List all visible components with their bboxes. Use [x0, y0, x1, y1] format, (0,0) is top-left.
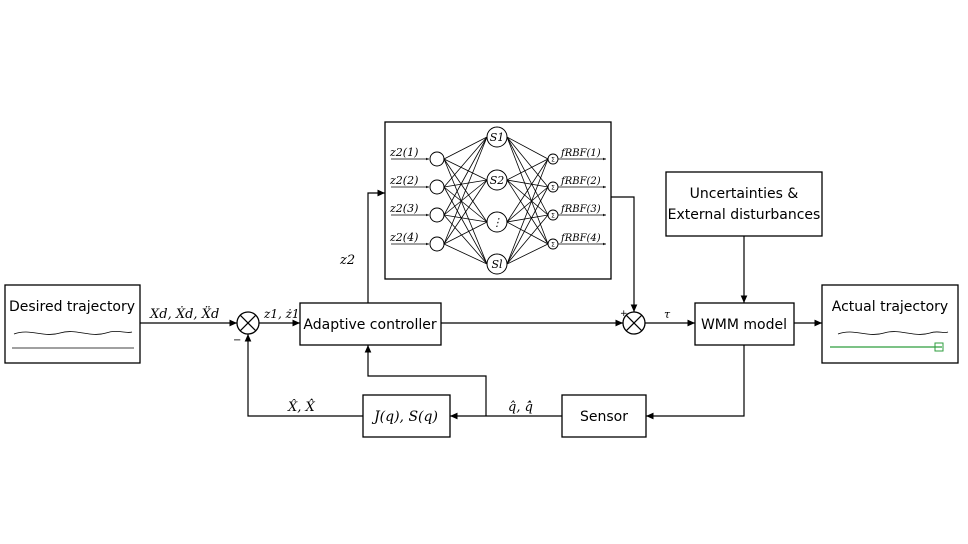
adaptive-controller-block: Adaptive controller: [299, 302, 442, 346]
nn-sum-node: [547, 153, 559, 165]
nn-edge: [443, 158, 488, 181]
nn-edge: [443, 179, 488, 188]
adaptive-controller-label: Adaptive controller: [303, 317, 436, 333]
nn-edge: [443, 136, 488, 188]
nn-hidden-node: [486, 126, 508, 148]
kinematics-label: J(q), S(q): [371, 409, 438, 425]
nn-sum-symbol: Σ: [551, 242, 555, 249]
feedback-signal-label: X̂, X̂̇: [287, 398, 316, 415]
z2-signal-label: z2: [339, 253, 355, 268]
nn-edge: [506, 221, 549, 245]
nn-edge: [443, 214, 488, 223]
summing-junction-error: [236, 311, 260, 335]
nn-input-label: z2(2): [389, 174, 418, 187]
wire-z2-to-nn: [367, 189, 385, 303]
desired-trajectory-label: Desired trajectory: [9, 299, 135, 315]
nn-hidden-node: [486, 253, 508, 275]
nn-edge: [506, 158, 549, 223]
nn-sum-symbol: Σ: [551, 157, 555, 164]
nn-sum-symbol: Σ: [551, 185, 555, 192]
nn-edge: [506, 243, 549, 265]
nn-edge: [506, 136, 549, 160]
nn-nodes: [429, 126, 559, 275]
reference-signal-label: Xd, Ẋd, Ẍd: [149, 305, 219, 322]
error-signal-label: z1, ż1: [263, 307, 300, 321]
signal-labels: Xd, Ẋd, Ẍd z1, ż1 z2 τ X̂, X̂̇ q̂, q̂̇ −…: [149, 253, 671, 415]
nn-hidden-label: Sl: [491, 258, 503, 271]
nn-edge: [506, 136, 549, 188]
wire-q-to-controller: [364, 345, 487, 416]
disturbance-block: Uncertainties & External disturbances: [665, 171, 823, 237]
desired-trajectory-block: Desired trajectory: [4, 284, 141, 364]
nn-sum-node: [547, 181, 559, 193]
nn-edge: [443, 179, 488, 245]
plus-sign: +: [620, 309, 628, 319]
nn-input-node: [429, 179, 445, 195]
nn-input-label: z2(1): [389, 146, 418, 159]
wire-nn-to-sum: [611, 196, 638, 312]
disturbance-label-line1: Uncertainties &: [690, 186, 799, 202]
nn-edge: [506, 136, 549, 216]
wire-to-sensor: [646, 345, 745, 420]
nn-connections: [391, 136, 606, 265]
nn-hidden-label: S1: [490, 131, 505, 144]
kinematics-block: J(q), S(q): [362, 394, 451, 438]
minus-sign: −: [233, 335, 241, 346]
tau-signal-label: τ: [664, 308, 671, 321]
nn-edge: [443, 221, 488, 245]
nn-edge: [506, 179, 549, 216]
nn-edge: [443, 186, 488, 265]
nn-edge: [506, 158, 549, 181]
actual-marker-icon: [934, 342, 944, 352]
actual-trajectory-block: Actual trajectory: [821, 284, 959, 364]
nn-edge: [443, 179, 488, 216]
nn-edge: [443, 136, 488, 160]
signal-wires: [140, 189, 822, 420]
nn-hidden-label: S2: [490, 174, 505, 187]
nn-hidden-label: ⋮: [492, 216, 503, 229]
nn-input-label: z2(3): [389, 202, 418, 215]
disturbance-label-line2: External disturbances: [668, 207, 821, 223]
nn-input-node: [429, 207, 445, 223]
nn-output-label: fRBF(2): [560, 176, 601, 187]
desired-wave-icon: [13, 331, 133, 335]
nn-output-label: fRBF(3): [560, 204, 601, 215]
actual-wave-icon: [837, 331, 949, 335]
nn-edge: [506, 214, 549, 265]
nn-hidden-node: [486, 211, 508, 233]
wmm-model-label: WMM model: [701, 317, 787, 333]
wire-feedback: [244, 334, 363, 417]
nn-edge: [443, 243, 488, 265]
nn-edge: [506, 186, 549, 223]
nn-edge: [443, 214, 488, 265]
nn-edge: [506, 158, 549, 265]
sensor-block: Sensor: [561, 394, 647, 438]
nn-edge: [506, 214, 549, 223]
nn-edge: [506, 186, 549, 265]
nn-input-node: [429, 151, 445, 167]
nn-sum-node: [547, 238, 559, 250]
nn-edge: [443, 136, 488, 216]
measured-signal-label: q̂, q̂̇: [508, 400, 533, 415]
wmm-model-block: WMM model: [694, 302, 795, 346]
actual-trajectory-label: Actual trajectory: [832, 299, 948, 315]
nn-output-label: fRBF(4): [560, 233, 601, 244]
nn-edge: [443, 136, 488, 245]
sensor-label: Sensor: [580, 409, 628, 425]
nn-sum-symbol: Σ: [551, 213, 555, 220]
nn-edge: [443, 186, 488, 223]
nn-input-node: [429, 236, 445, 252]
nn-hidden-node: [486, 169, 508, 191]
nn-output-label: fRBF(1): [560, 148, 601, 159]
nn-edge: [506, 179, 549, 188]
nn-sum-node: [547, 209, 559, 221]
nn-input-label: z2(4): [389, 231, 418, 244]
